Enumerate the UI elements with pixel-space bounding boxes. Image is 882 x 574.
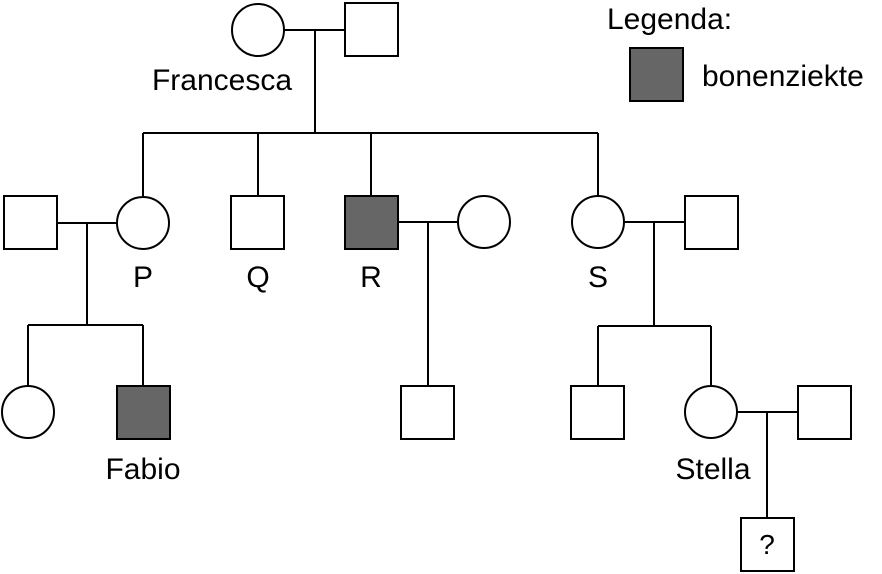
- individual-s-son: [570, 385, 625, 440]
- label-fabio: Fabio: [105, 453, 180, 486]
- label-r: R: [360, 261, 382, 294]
- individual-s-spouse: [684, 195, 739, 250]
- pedigree-labels: Francesca P Q R S Fabio Stella ?: [105, 64, 774, 560]
- individual-fabio: [116, 385, 171, 440]
- individual-p: [116, 196, 170, 250]
- label-francesca: Francesca: [152, 64, 292, 97]
- individual-stella: [684, 385, 738, 439]
- individual-q: [230, 195, 285, 250]
- individual-s: [571, 195, 625, 249]
- label-stella: Stella: [675, 453, 750, 486]
- label-s: S: [588, 261, 608, 294]
- legend-title: Legenda:: [607, 3, 732, 36]
- unknown-child-mark: ?: [759, 529, 775, 560]
- individual-r-son: [400, 385, 455, 440]
- label-p: P: [133, 261, 153, 294]
- individual-stella-spouse: [797, 385, 852, 440]
- legend: Legenda: bonenziekte: [607, 3, 864, 102]
- individual-francesca: [231, 3, 285, 57]
- individual-r-spouse: [457, 195, 511, 249]
- pedigree-lines: [27, 29, 798, 518]
- individual-gen1-male: [344, 2, 399, 57]
- individual-r: [344, 195, 399, 250]
- individual-p-spouse: [3, 195, 58, 250]
- individual-unknown-child: [740, 517, 795, 572]
- legend-label-affected: bonenziekte: [702, 60, 864, 93]
- legend-swatch-affected: [629, 47, 684, 102]
- pedigree-individuals: [1, 2, 852, 572]
- individual-p-daughter: [1, 385, 55, 439]
- label-q: Q: [246, 261, 269, 294]
